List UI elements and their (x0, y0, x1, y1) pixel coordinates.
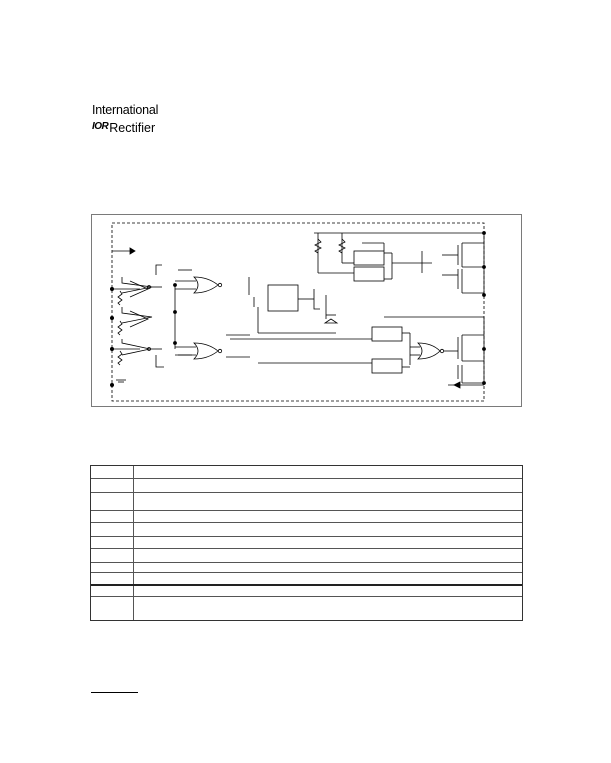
table-column-divider (133, 466, 134, 620)
table-row-separator (91, 492, 522, 493)
ls-mosfet (313, 289, 320, 310)
company-logo: International IORRectifier (92, 103, 172, 137)
nor-gate-low-side (410, 342, 445, 360)
block-diagram-svg (109, 222, 486, 402)
table-row-separator (91, 536, 522, 537)
pin-dot-4 (109, 382, 114, 387)
nor-gate-bottom (175, 342, 223, 360)
logo-word: Rectifier (109, 121, 156, 135)
delay-block-1 (371, 326, 403, 342)
ic-outline (111, 222, 485, 402)
schmitt-buffer-3 (121, 339, 162, 356)
ground-arrow-mid (323, 318, 339, 324)
table-row-separator (91, 562, 522, 563)
pulldown-resistor-1 (117, 290, 123, 306)
table-row-separator (91, 522, 522, 523)
filter-block-2 (353, 266, 385, 282)
table-row-separator (91, 510, 522, 511)
definitions-table (90, 465, 523, 621)
schmitt-buffer-2 (121, 307, 153, 328)
logo-mark: IOR (92, 121, 109, 132)
functional-block-diagram (91, 214, 522, 407)
pulldown-resistor-2 (117, 320, 123, 336)
schmitt-buffer-1 (121, 277, 162, 298)
table-row-separator (91, 572, 522, 573)
table-row-separator (91, 548, 522, 549)
table-row-separator (91, 584, 522, 586)
delay-block-2 (371, 358, 403, 374)
footnote-rule (91, 692, 138, 693)
table-row-separator (91, 596, 522, 597)
logo-line-rectifier: IORRectifier (92, 121, 155, 135)
transistor-b (155, 355, 164, 368)
low-side-mosfets (444, 334, 484, 384)
high-side-mosfets (442, 242, 484, 294)
pullup-resistor-2 (338, 238, 346, 254)
latch-block (267, 284, 299, 312)
table-row-separator (91, 478, 522, 479)
filter-block-1 (353, 250, 385, 266)
input-arrow (129, 247, 136, 255)
nor-gate-top (175, 276, 223, 294)
pullup-resistor-1 (314, 238, 322, 254)
ground-return-arrow (453, 381, 461, 389)
pulldown-resistor-3 (117, 350, 123, 366)
pin-dot-2 (109, 316, 114, 321)
logo-line-international: International (92, 103, 159, 117)
transistor-a (155, 264, 162, 275)
